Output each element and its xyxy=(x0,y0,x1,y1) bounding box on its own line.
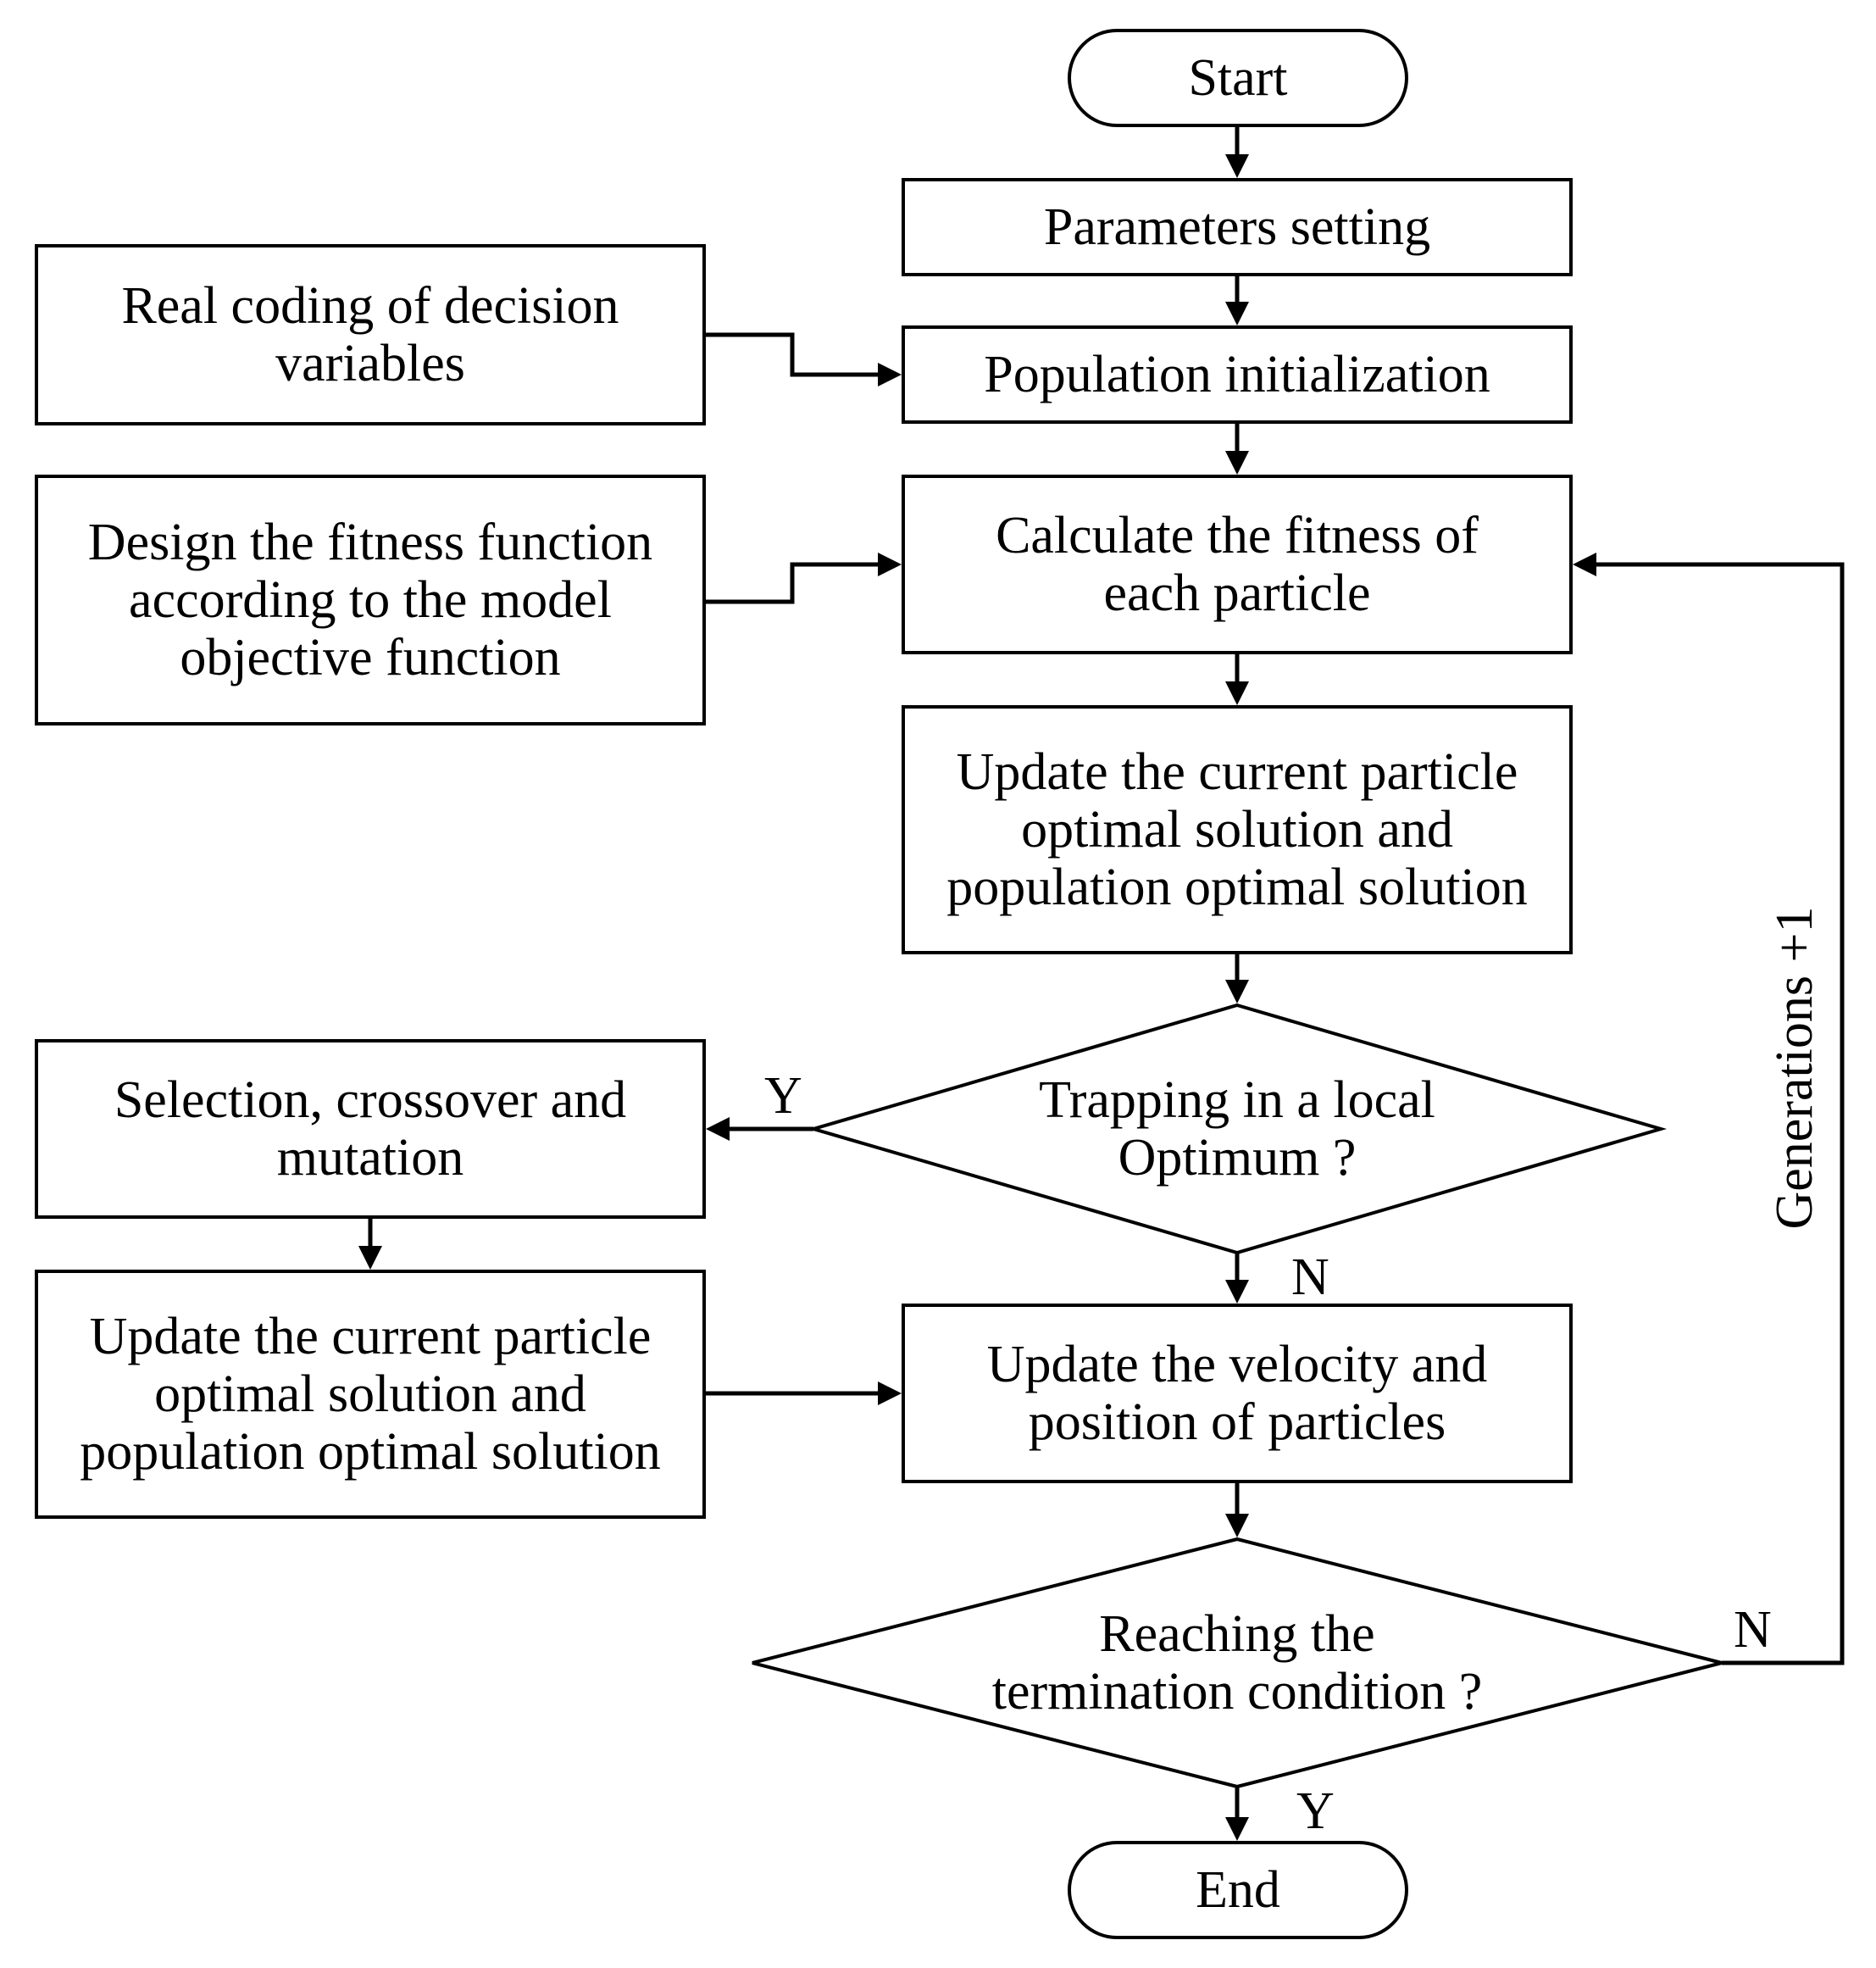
trap-no-label: N xyxy=(1291,1248,1329,1306)
arrowhead xyxy=(878,553,902,576)
selection-box xyxy=(35,1039,706,1219)
trap-yes-label: Y xyxy=(764,1067,802,1125)
real-coding-label: Real coding of decision variables xyxy=(121,277,619,392)
arrowhead xyxy=(878,1381,902,1405)
end-label: End xyxy=(1196,1861,1280,1919)
trap-decision-label: Trapping in a local Optimum ? xyxy=(1039,1071,1435,1187)
arrowhead xyxy=(1225,154,1249,178)
design-fitness-box xyxy=(35,475,706,725)
selection-label: Selection, crossover and mutation xyxy=(114,1071,627,1187)
arrowhead xyxy=(1225,1817,1249,1841)
pop-init-label: Population initialization xyxy=(984,346,1490,403)
update-velocity-label: Update the velocity and position of part… xyxy=(986,1336,1488,1451)
arrowhead xyxy=(706,1117,730,1141)
pop-init-box xyxy=(902,325,1573,424)
calc-fitness-box xyxy=(902,475,1573,654)
arrowhead xyxy=(1225,681,1249,705)
term-yes-label: Y xyxy=(1296,1782,1335,1840)
arrowhead xyxy=(1225,302,1249,325)
connectors xyxy=(358,125,1845,1841)
params-label: Parameters setting xyxy=(1043,198,1431,256)
arrowhead xyxy=(1225,1514,1249,1537)
arrowhead xyxy=(1573,553,1596,576)
arrowhead xyxy=(1225,980,1249,1003)
end-terminal xyxy=(1068,1841,1408,1939)
arrowhead xyxy=(1225,451,1249,475)
termination-decision-label: Reaching the termination condition ? xyxy=(991,1605,1483,1721)
update-optimal-side-label: Update the current particle optimal solu… xyxy=(80,1308,661,1481)
start-label: Start xyxy=(1188,49,1288,107)
arrowhead xyxy=(878,363,902,386)
update-optimal-side-box xyxy=(35,1270,706,1519)
arrowhead xyxy=(358,1246,382,1270)
edge-designfitness-calcfitness xyxy=(704,562,881,604)
term-no-label: N xyxy=(1734,1601,1772,1659)
calc-fitness-label: Calculate the fitness of each particle xyxy=(996,507,1479,622)
edge-termination-loop xyxy=(1593,562,1845,1665)
update-optimal-main-label: Update the current particle optimal solu… xyxy=(946,743,1528,916)
update-optimal-main-box xyxy=(902,705,1573,954)
design-fitness-label: Design the fitness function according to… xyxy=(87,514,653,687)
generations-label: Generations +1 xyxy=(1766,906,1823,1230)
edge-realcoding-popinit xyxy=(704,332,881,377)
arrowhead xyxy=(1225,1280,1249,1304)
